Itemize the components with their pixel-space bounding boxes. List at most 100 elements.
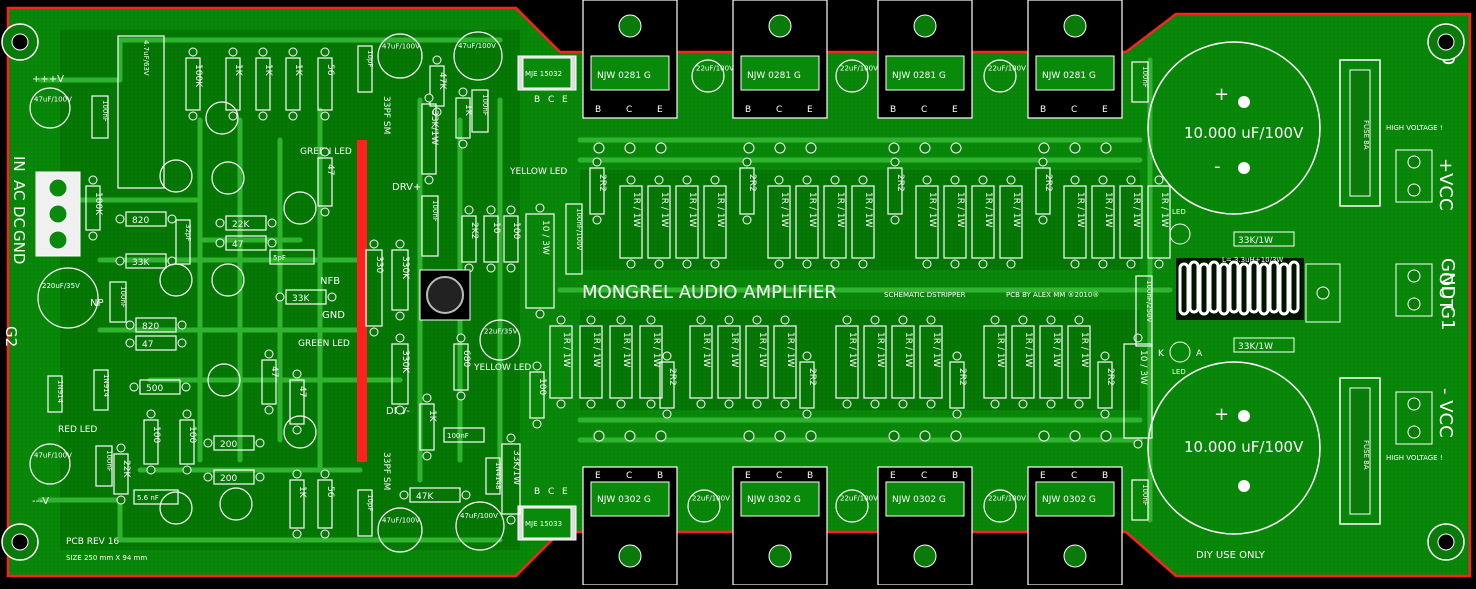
cap-bot-value: 10.000 uF/100V xyxy=(1184,438,1304,456)
output-inductor: L= 3.3uH+10/3W xyxy=(1176,256,1304,320)
r-47-d xyxy=(261,359,277,405)
cap-47u-a-label: 47uF/100V xyxy=(382,43,420,51)
led-rb-k: K xyxy=(1158,349,1165,359)
label-ac: AC xyxy=(10,180,28,200)
r-100-c xyxy=(503,215,519,263)
r-330k-a-label: 330K xyxy=(400,256,410,280)
r-10-3w-top-label: 10 / 3W xyxy=(540,220,550,255)
emitter-resistor-top xyxy=(1119,185,1143,259)
r-330k-b xyxy=(391,343,409,405)
pin-e: E xyxy=(595,471,601,481)
emitter-resistor-top-label: 1R / 1W xyxy=(1011,192,1021,227)
r-200-a-label: 200 xyxy=(220,440,237,450)
diode-1n914 xyxy=(47,375,63,413)
cap-22u-e-label: 22uF/100V xyxy=(840,495,878,503)
cap-47u-c xyxy=(377,507,423,553)
cap-22u-b xyxy=(835,59,869,93)
r-2k2-label: 2K2 xyxy=(469,222,479,239)
cap-100nf-c-label: 100nF xyxy=(1141,484,1149,506)
label-vcc-plus: +VCC xyxy=(1435,158,1456,211)
label-g2: G2 xyxy=(2,326,20,347)
emitter-resistor-bottom xyxy=(773,325,797,399)
r-10-a xyxy=(483,215,499,263)
r-33k-in xyxy=(125,253,167,269)
r-47-b xyxy=(135,335,177,351)
r-100k-in xyxy=(85,185,101,231)
pin-e: E xyxy=(807,105,813,115)
label-vcc-minus: - VCC xyxy=(1435,388,1456,438)
emitter-resistor-bottom xyxy=(891,325,915,399)
r33k-bot-label: 33K/1W xyxy=(1238,342,1273,352)
emitter-resistor-bottom xyxy=(1039,325,1063,399)
emitter-resistor-top xyxy=(971,185,995,259)
cap-47u-top-label: 47uF/100V xyxy=(34,95,72,103)
emitter-resistor-top-label: 1R / 1W xyxy=(1103,192,1113,227)
diode-1n914-label: 1N914 xyxy=(56,380,64,404)
r-100-c-label: 100 xyxy=(511,222,521,239)
emitter-resistor-bottom xyxy=(745,325,769,399)
emitter-resistor-top-label: 1R / 1W xyxy=(807,192,817,227)
pcb-credit: PCB BY ALEX MM ®2010® xyxy=(1006,291,1099,299)
r-33k-1w-top-label: 33K/1W xyxy=(429,110,439,145)
pin-b: B xyxy=(890,105,896,115)
pin-e: E xyxy=(952,105,958,115)
driver-mje15033: MJE 15033 B C E xyxy=(517,487,577,541)
r-330k-a xyxy=(391,249,409,311)
base-resistor-bottom-label: 2R2 xyxy=(957,368,967,386)
r-22k-b xyxy=(113,453,129,495)
emitter-resistor-top xyxy=(619,185,643,259)
r-47k-bot xyxy=(409,487,461,503)
emitter-resistor-bottom-label: 1R / 1W xyxy=(995,332,1005,367)
led-right-top-label: LED xyxy=(1172,208,1186,216)
resistor-33k-bottom: 33K/1W xyxy=(1233,337,1295,353)
r-100-d-label: 100 xyxy=(537,378,547,395)
small-transistor xyxy=(159,159,193,193)
base-resistor-top xyxy=(589,167,605,215)
emitter-resistor-bottom-label: 1R / 1W xyxy=(757,332,767,367)
r-47-a xyxy=(225,235,267,251)
emitter-resistor-top-label: 1R / 1W xyxy=(1159,192,1169,227)
cap-5pf-label: 5pF xyxy=(273,254,286,262)
cap-22u-c-label: 22uF/100V xyxy=(988,65,1026,73)
njw0281-label: NJW 0281 G xyxy=(747,71,801,81)
label-red-led: RED LED xyxy=(58,425,97,435)
base-resistor-top-label: 2R2 xyxy=(747,174,757,192)
emitter-resistor-top-label: 1R / 1W xyxy=(1131,192,1141,227)
base-resistor-bottom-label: 2R2 xyxy=(667,368,677,386)
r-47k-top-label: 47K xyxy=(437,72,447,90)
r-1k-e-label: 1K xyxy=(427,410,437,423)
pin-c: C xyxy=(626,471,632,481)
label-gnd-mid: GND xyxy=(322,310,345,321)
r-47-a-label: 47 xyxy=(232,240,243,250)
emitter-resistor-bottom-label: 1R / 1W xyxy=(847,332,857,367)
cap-100nf-f xyxy=(109,281,127,323)
r-330 xyxy=(365,249,383,327)
emitter-resistor-bottom xyxy=(983,325,1007,399)
r-200-b-label: 200 xyxy=(220,474,237,484)
board-title: MONGREL AUDIO AMPLIFIER xyxy=(582,282,837,303)
njw0302-label: NJW 0302 G xyxy=(597,495,651,505)
r-200-b xyxy=(213,469,255,485)
cap-100nf-g xyxy=(95,445,113,487)
cap-22u-f-label: 22uF/100V xyxy=(988,495,1026,503)
r-100-d xyxy=(529,371,545,419)
r-500 xyxy=(139,379,181,395)
emitter-resistor-bottom-label: 1R / 1W xyxy=(1051,332,1061,367)
emitter-resistor-bottom-label: 1R / 1W xyxy=(875,332,885,367)
r-33k-in-label: 33K xyxy=(132,258,150,268)
resistor-33k-top: 33K/1W xyxy=(1233,231,1295,247)
cap-100nf-e-label: 100nF xyxy=(481,94,489,116)
label-yellow-led-top: YELLOW LED xyxy=(509,167,567,177)
label-gnd-left: GND xyxy=(10,230,28,264)
r-33k-1w-bot-label: 33K/1W xyxy=(511,450,521,485)
r-1k-e xyxy=(419,403,435,451)
emitter-resistor-bottom xyxy=(835,325,859,399)
main-capacitor-top: + 10.000 uF/100V - xyxy=(1147,41,1321,215)
emitter-resistor-top-label: 1R / 1W xyxy=(631,192,641,227)
cap-100nf-100v xyxy=(565,203,583,275)
label-in: IN xyxy=(10,156,28,172)
fuse-top: FUSE 8A xyxy=(1339,59,1381,207)
cap-4u7-63v xyxy=(117,35,165,189)
